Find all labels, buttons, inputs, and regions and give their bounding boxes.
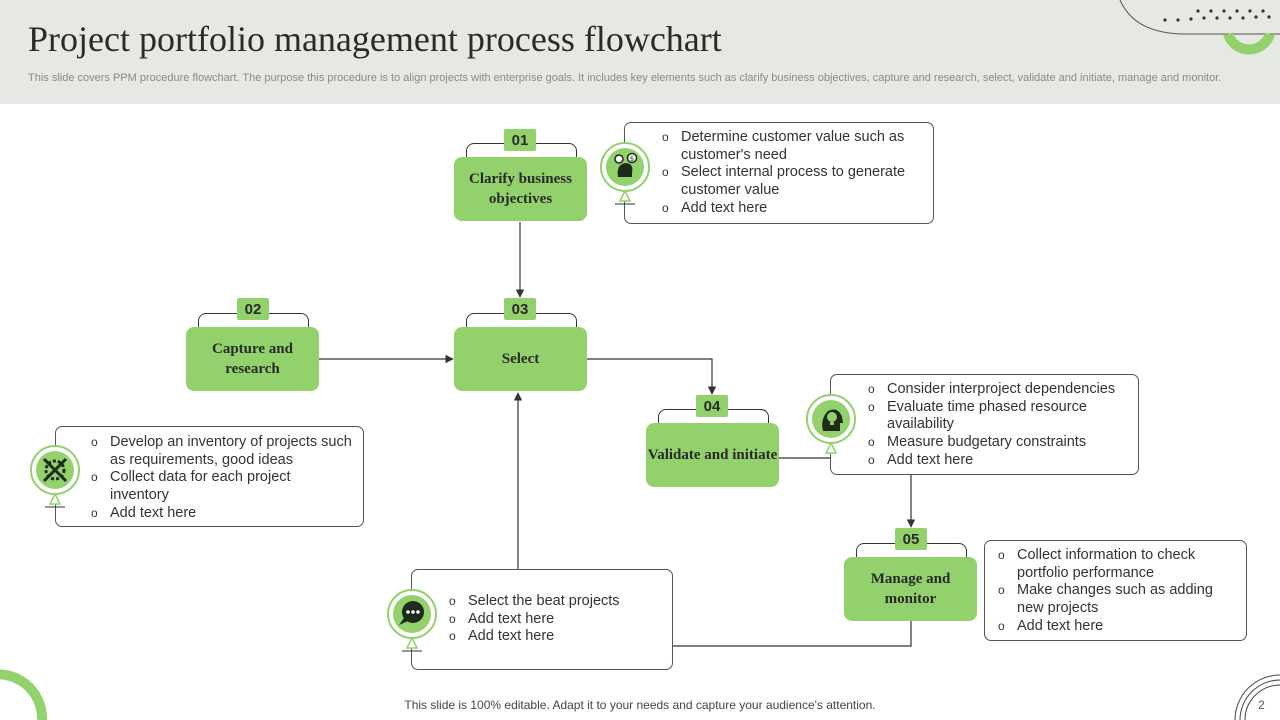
step-03-badge: 03 xyxy=(504,298,536,320)
step-01-badge: 01 xyxy=(504,129,536,151)
note-capture-item: Develop an inventory of projects such as… xyxy=(86,434,353,469)
note-select-item: Select the beat projects xyxy=(444,593,662,611)
header-band: Project portfolio management process flo… xyxy=(0,0,1280,104)
money-thinking-icon: $ xyxy=(600,142,650,205)
chat-bubble-icon xyxy=(387,589,437,652)
page-title: Project portfolio management process flo… xyxy=(28,19,722,59)
footer-note: This slide is 100% editable. Adapt it to… xyxy=(404,698,876,712)
step-03-select[interactable]: Select xyxy=(454,327,587,391)
step-05-badge: 05 xyxy=(895,528,927,550)
note-clarify-item: Add text here xyxy=(657,200,923,218)
svg-text:$: $ xyxy=(630,155,634,163)
arrow-03-to-04 xyxy=(587,358,717,395)
note-manage-item: Collect information to check portfolio p… xyxy=(993,547,1236,582)
note-validate-item: Consider interproject dependencies xyxy=(863,381,1128,399)
step-04-validate[interactable]: Validate and initiate xyxy=(646,423,779,487)
note-capture-item: Collect data for each project inventory xyxy=(86,469,353,504)
tools-icon xyxy=(30,445,80,508)
step-04-badge: 04 xyxy=(696,395,728,417)
page-subtitle: This slide covers PPM procedure flowchar… xyxy=(28,72,1222,84)
page-number: 2 xyxy=(1258,698,1265,712)
note-manage-item: Make changes such as adding new projects xyxy=(993,582,1236,617)
corner-arcs-decoration xyxy=(1234,674,1280,720)
link-05-to-select-note xyxy=(673,621,912,647)
note-manage-item: Add text here xyxy=(993,618,1236,636)
note-select: Select the beat projects Add text here A… xyxy=(411,569,673,670)
note-clarify-item: Select internal process to generate cust… xyxy=(657,164,923,199)
step-02-badge: 02 xyxy=(237,298,269,320)
idea-head-icon xyxy=(806,394,856,454)
step-01-clarify[interactable]: Clarify business objectives xyxy=(454,157,587,221)
note-capture-item: Add text here xyxy=(86,505,353,523)
corner-ring-decoration xyxy=(0,669,48,720)
note-validate: Consider interproject dependencies Evalu… xyxy=(830,374,1139,475)
header-decoration xyxy=(1119,0,1280,55)
note-validate-item: Add text here xyxy=(863,452,1128,470)
step-02-capture[interactable]: Capture and research xyxy=(186,327,319,391)
note-validate-item: Measure budgetary constraints xyxy=(863,434,1128,452)
note-select-item: Add text here xyxy=(444,611,662,629)
step-05-manage[interactable]: Manage and monitor xyxy=(844,557,977,621)
note-clarify: Determine customer value such as custome… xyxy=(624,122,934,224)
note-manage: Collect information to check portfolio p… xyxy=(984,540,1247,641)
note-select-item: Add text here xyxy=(444,628,662,646)
note-clarify-item: Determine customer value such as custome… xyxy=(657,129,923,164)
note-validate-item: Evaluate time phased resource availabili… xyxy=(863,399,1128,434)
note-capture: Develop an inventory of projects such as… xyxy=(55,426,364,527)
